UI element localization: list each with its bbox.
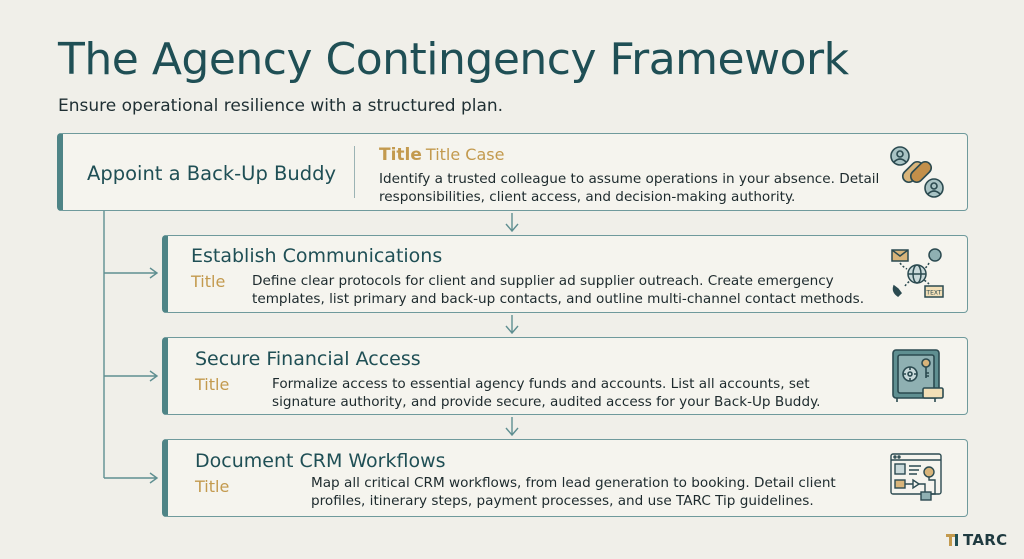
step-card-crm-workflows: Document CRM Workflows Title Map all cri… [162,439,968,517]
step-title: Secure Financial Access [195,348,421,370]
step-card-communications: Establish Communications Title Define cl… [162,235,968,313]
branch-arrow-4 [104,472,159,484]
step-title: Appoint a Back-Up Buddy [87,162,337,185]
step-title: Establish Communications [191,245,443,267]
step-card-financial-access: Secure Financial Access Title Formalize … [162,337,968,415]
step-tag: Title [195,477,230,496]
down-arrow-2 [505,315,519,335]
workflow-diagram-icon [890,453,942,501]
step-description: Define clear protocols for client and su… [252,273,865,307]
icon-text-label: TEXT [925,290,941,297]
linked-people-icon [890,146,944,198]
safe-icon [892,349,944,402]
page-title: The Agency Contingency Framework [58,34,849,85]
step-title: Document CRM Workflows [195,450,446,472]
down-arrow-3 [505,417,519,437]
communication-channels-icon: TEXT [891,248,944,298]
branch-arrow-2 [104,267,159,279]
step-description: Identify a trusted colleague to assume o… [379,171,880,205]
page-subtitle: Ensure operational resilience with a str… [58,96,504,116]
down-arrow-1 [505,213,519,233]
step-tag-bold: Title [379,145,422,165]
divider [354,146,355,198]
step-description: Map all critical CRM workflows, from lea… [311,475,836,509]
branch-arrow-3 [104,370,159,382]
brand-logo: TARC [945,531,1007,549]
brand-name: TARC [963,531,1008,549]
step-description: Formalize access to essential agency fun… [272,376,821,410]
step-tag-normal: Title Case [425,145,505,164]
step-tag: Title [191,272,226,291]
step-tag: Title [195,375,230,394]
tarc-logo-icon [946,534,958,546]
